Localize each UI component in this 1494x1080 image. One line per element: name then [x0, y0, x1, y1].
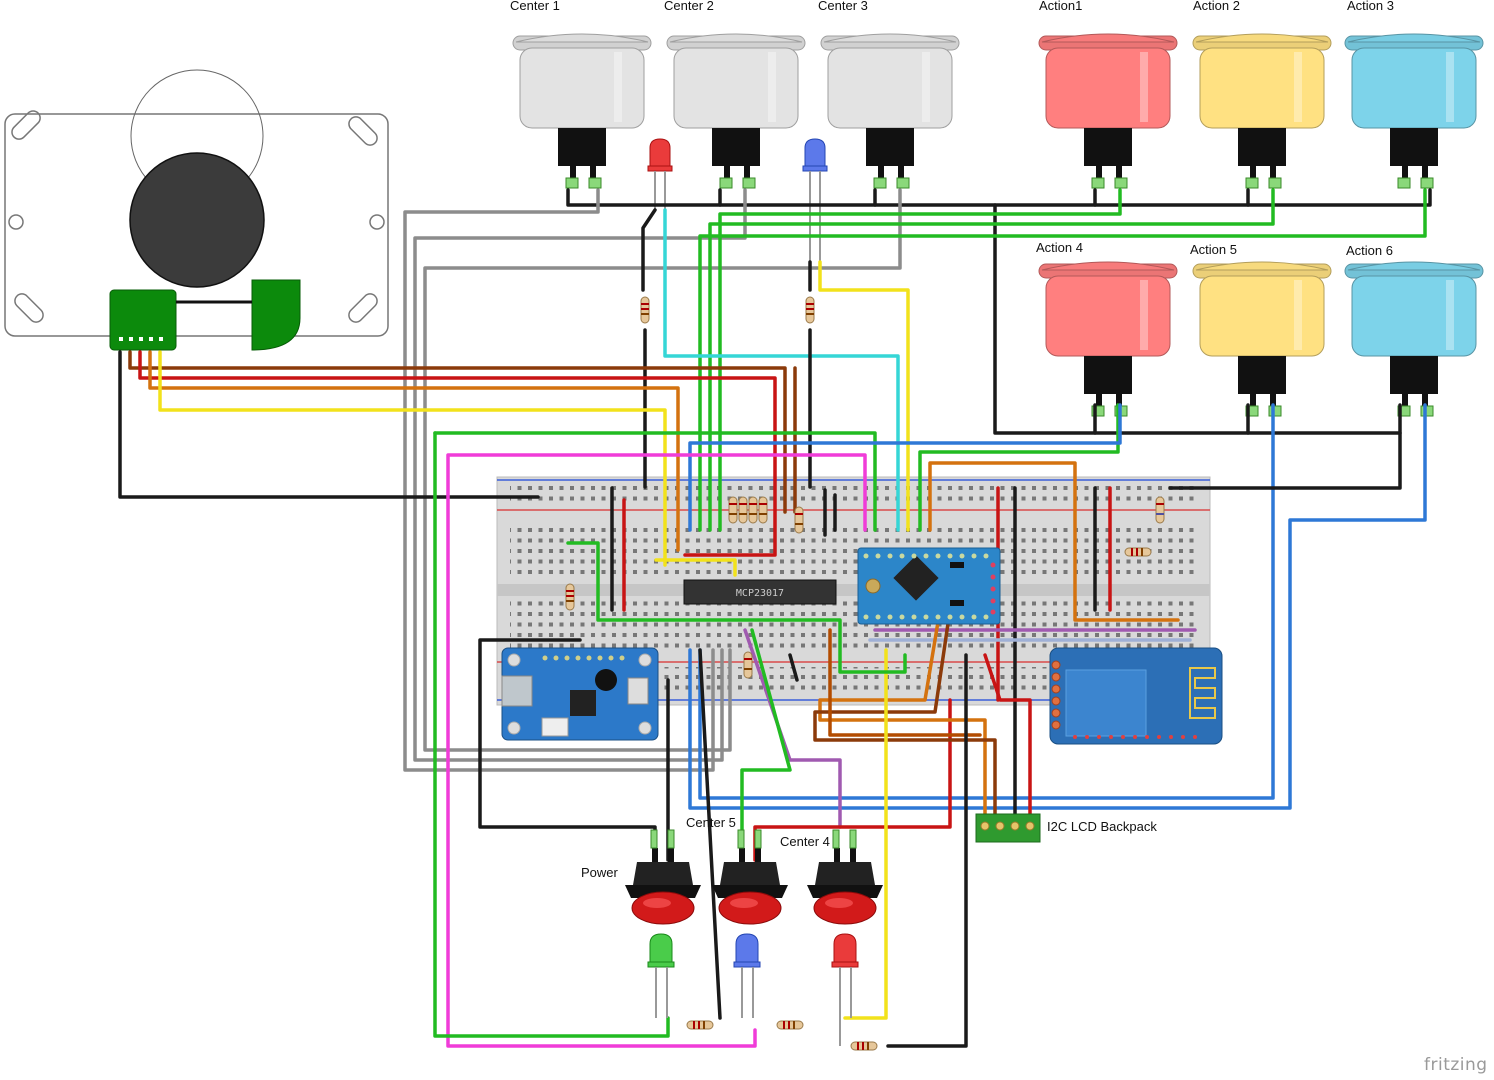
push-button-1[interactable]: [712, 829, 788, 925]
top-arcade-button-2[interactable]: [820, 33, 960, 189]
push-buttons: [625, 829, 883, 925]
top-arcade-button-5[interactable]: [1344, 33, 1484, 189]
button-label-top-2: Center 3: [818, 0, 868, 13]
button-label-top-0: Center 1: [510, 0, 560, 13]
button-label-top-3: Action1: [1039, 0, 1083, 13]
led-green-bottom: [647, 933, 675, 1018]
wireless-module: [1049, 647, 1223, 745]
resistors: [565, 296, 1165, 1051]
led-blue-top: [802, 138, 828, 262]
mid-arcade-button-2[interactable]: [1344, 261, 1484, 417]
button-label-top-4: Action 2: [1193, 0, 1240, 13]
button-label-mid-0: Action 4: [1036, 240, 1083, 255]
button-label-top-5: Action 3: [1347, 0, 1394, 13]
arcade-buttons: [512, 33, 1484, 417]
top-arcade-button-3[interactable]: [1038, 33, 1178, 189]
fritzing-logo: fritzing: [1424, 1055, 1488, 1075]
top-arcade-button-4[interactable]: [1192, 33, 1332, 189]
powerboost-module: [501, 647, 659, 741]
button-label-mid-1: Action 5: [1190, 242, 1237, 257]
push-button-2[interactable]: [807, 829, 883, 925]
push-button-label-0: Power: [581, 865, 618, 880]
top-arcade-button-1[interactable]: [666, 33, 806, 189]
i2c-lcd-backpack: [975, 813, 1041, 843]
push-button-0[interactable]: [625, 829, 701, 925]
led-red-bottom: [831, 933, 859, 1046]
button-label-top-1: Center 2: [664, 0, 714, 13]
push-button-label-2: Center 4: [780, 834, 830, 849]
top-arcade-button-0[interactable]: [512, 33, 652, 189]
lcd-backpack-label: I2C LCD Backpack: [1047, 819, 1157, 834]
mcp23017-label: MCP23017: [736, 588, 784, 599]
mid-arcade-button-1[interactable]: [1192, 261, 1332, 417]
wires: [118, 188, 1432, 1048]
joystick-module: [4, 69, 389, 351]
arduino-pro-mini: [857, 547, 1001, 625]
button-label-mid-2: Action 6: [1346, 243, 1393, 258]
mcp23017-chip: MCP23017: [683, 579, 837, 605]
push-button-label-1: Center 5: [686, 815, 736, 830]
mid-arcade-button-0[interactable]: [1038, 261, 1178, 417]
led-red-top: [647, 138, 673, 210]
led-blue-bottom: [733, 933, 761, 1018]
